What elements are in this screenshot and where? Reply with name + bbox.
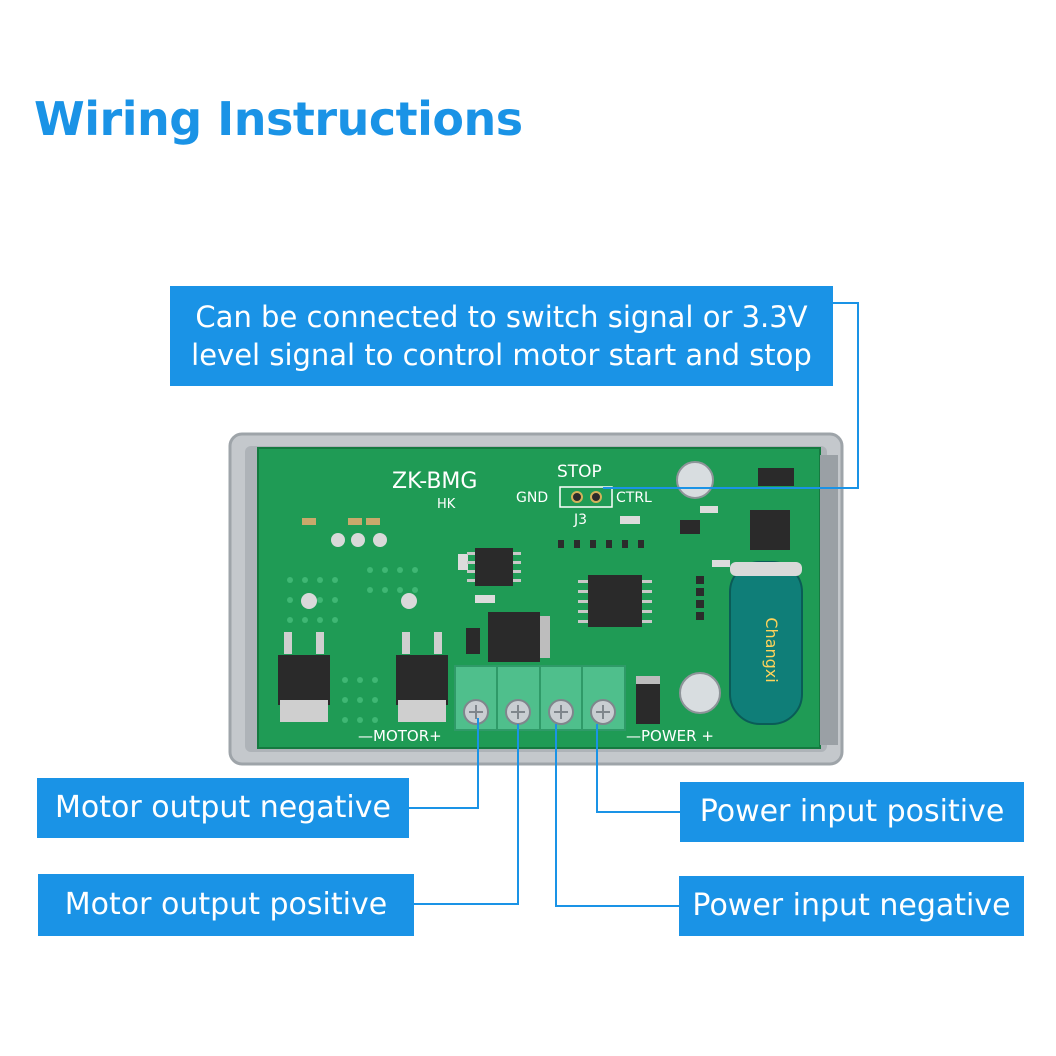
power-label: —POWER + xyxy=(626,727,714,745)
smd-components xyxy=(302,506,730,603)
header-pins xyxy=(558,540,644,548)
enclosure-side xyxy=(820,455,838,745)
gnd-pin xyxy=(571,491,583,503)
diode-d2 xyxy=(758,468,794,486)
motor-positive-callout: Motor output positive xyxy=(38,874,414,936)
ctrl-label: CTRL xyxy=(616,490,652,506)
j3-label: J3 xyxy=(573,512,587,528)
page-title: Wiring Instructions xyxy=(34,92,523,146)
ctrl-pin xyxy=(590,491,602,503)
ic-u1 xyxy=(475,548,513,586)
leader-lines xyxy=(409,302,859,907)
cap-small-top xyxy=(676,461,714,499)
ctrl-signal-callout: Can be connected to switch signal or 3.3… xyxy=(170,286,833,386)
cap-brand-label: Changxi xyxy=(762,617,781,682)
mosfet-q1 xyxy=(278,655,330,705)
motor-negative-callout: Motor output negative xyxy=(37,778,409,838)
gnd-label: GND xyxy=(516,490,548,506)
ic-mcu xyxy=(588,575,642,627)
ctrl-callout-line2: level signal to control motor start and … xyxy=(191,338,812,372)
board-sub-label: HK xyxy=(437,497,456,512)
pad-circles xyxy=(301,533,417,609)
voltage-regulator xyxy=(488,612,540,662)
header-p1 xyxy=(696,576,704,620)
power-negative-callout: Power input negative xyxy=(679,876,1024,936)
stop-label: STOP xyxy=(557,462,602,482)
ctrl-callout-line1: Can be connected to switch signal or 3.3… xyxy=(195,300,808,334)
via-grid xyxy=(287,567,418,723)
power-positive-callout: Power input positive xyxy=(680,782,1024,842)
ic-u4 xyxy=(750,510,790,550)
board-model-label: ZK-BMG xyxy=(392,469,477,494)
cap-small-bottom xyxy=(679,672,721,714)
mosfet-q2 xyxy=(396,655,448,705)
motor-label: —MOTOR+ xyxy=(358,727,442,745)
